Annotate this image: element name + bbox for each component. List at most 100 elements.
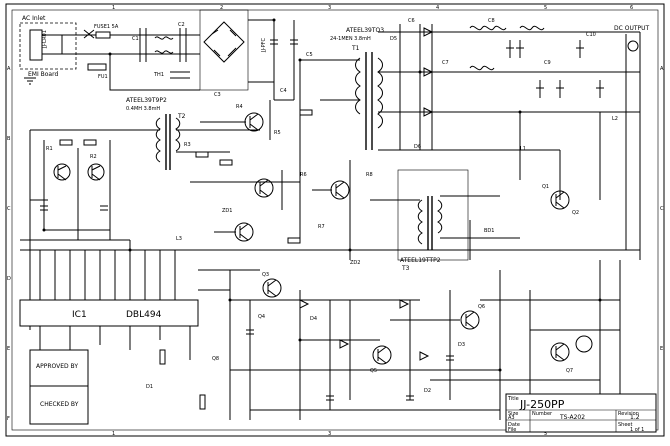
ic1-top-pins (39, 250, 176, 300)
x-capacitor (139, 28, 147, 62)
col-label-2: 2 (220, 5, 223, 11)
t3-secondary (437, 199, 443, 234)
component-ref-r6: R6 (300, 172, 307, 178)
approved-by-label: APPROVED BY (36, 363, 78, 370)
control-bus-wires (20, 240, 640, 291)
resistor-r2 (83, 139, 97, 146)
transistor-q4 (254, 178, 274, 198)
row-label-c: C (7, 206, 11, 212)
bridge-rectifier-section: JJ-PFC (199, 9, 298, 101)
transistor-q3 (244, 112, 264, 132)
component-ref-c3: C3 (214, 92, 221, 98)
t1-core (365, 52, 373, 150)
t1-primary-wires (299, 59, 360, 150)
col-label-5: 5 (544, 5, 547, 11)
bridge-rectifier (203, 21, 245, 63)
transistor-q5 (234, 222, 254, 242)
fuse-label: FUSE1 5A (94, 24, 119, 30)
emi-board-outline (19, 22, 77, 70)
component-ref-l3: L3 (176, 236, 182, 242)
component-ref-r3: R3 (184, 142, 191, 148)
output-choke-l3 (469, 65, 495, 71)
output-filter-caps (509, 40, 601, 98)
standby-transformer-t2: ATEEL39T9P2 0.4MH 3.8mH T2 (30, 97, 300, 183)
component-ref-fu1: FU1 (98, 74, 108, 80)
output-choke-l1 (469, 25, 507, 31)
row-label-f: F (7, 416, 10, 422)
transistor-q1 (53, 163, 71, 181)
t1-spec-label: 24-1MEN 3.8mH (330, 36, 371, 42)
component-ref-r1: R1 (46, 146, 53, 152)
t3-tag: T3 (401, 265, 410, 272)
component-ref-r8: R8 (366, 172, 373, 178)
component-ref-c4: C4 (280, 88, 287, 94)
left-control-section (20, 130, 130, 330)
component-ref-d5: D5 (390, 36, 397, 42)
rectifier-wires (399, 24, 433, 150)
transistor-q7 (550, 190, 570, 210)
title-field-label: Title (507, 396, 519, 402)
row-label-a-right: A (660, 66, 664, 72)
revision-value: 1.2 (630, 414, 640, 421)
t2-wires (30, 129, 300, 183)
output-drop-wires (519, 112, 601, 200)
left-horizontal-wires (20, 199, 130, 241)
col-label-3: 3 (328, 5, 331, 11)
output-choke-l2 (519, 25, 545, 31)
protection-caps (246, 329, 454, 401)
row-label-a: A (7, 66, 11, 72)
row-labels: A B C D E F A C E (7, 66, 664, 422)
jj-cr01-label: JJ-CR01 (42, 30, 48, 49)
fuse-element (95, 31, 111, 39)
component-ref-q3: Q3 (262, 272, 269, 278)
t2-secondary (175, 117, 181, 152)
bridge-diodes (211, 29, 237, 57)
file-field-label: File (508, 427, 516, 433)
component-ref-c6: C6 (408, 18, 415, 24)
t1-secondary-winding (377, 57, 383, 129)
output-connector-ring (627, 40, 639, 52)
t3-frame (397, 169, 469, 261)
resistor-r3 (195, 151, 209, 158)
component-ref-r2: R2 (90, 154, 97, 160)
size-field-label: Size (508, 411, 518, 417)
ac-inlet-label: AC Inlet (22, 15, 46, 22)
t3-wires (370, 195, 520, 260)
bulk-capacitors (273, 20, 295, 101)
switching-section (195, 100, 351, 260)
col-label-1: 1 (112, 5, 115, 11)
resistor-r1 (59, 139, 73, 146)
q7-leads (555, 191, 565, 209)
t3-core (427, 196, 433, 250)
col-label-6: 6 (630, 5, 633, 11)
transistor-leads (57, 165, 101, 181)
component-ref-d6: D6 (414, 144, 421, 150)
switching-transistor-leads (239, 113, 345, 241)
col-label-5-bottom: 5 (544, 431, 547, 437)
component-ref-d3: D3 (458, 342, 465, 348)
resistor-r5 (287, 237, 301, 244)
row-label-b: B (7, 136, 11, 142)
inrush-section (109, 54, 200, 91)
transistor-q9 (372, 345, 392, 365)
number-field-label: Number (532, 411, 553, 417)
row-label-c-right: C (660, 206, 664, 212)
component-ref-c8: C8 (488, 18, 495, 24)
component-ref-q8: Q8 (212, 356, 219, 362)
component-ref-l2: L2 (612, 116, 618, 122)
ic1-section: IC1 DBL494 (19, 240, 640, 360)
transistor-q8 (262, 278, 282, 298)
jj-pfc-label: JJ-PFC (261, 38, 267, 53)
common-mode-choke-top (154, 36, 174, 40)
component-ref-c9: C9 (544, 60, 551, 66)
component-ref-th1: TH1 (153, 72, 164, 78)
transistor-q11 (550, 342, 570, 362)
component-ref-zd2: ZD2 (350, 260, 360, 266)
output-section: DC OUTPUT (378, 24, 650, 260)
t2-spec-label: 0.4MH 3.8mH (126, 106, 160, 112)
component-ref-r5: R5 (274, 130, 281, 136)
checked-by-label: CHECKED BY (40, 401, 79, 408)
component-ref-bd1: BD1 (484, 228, 494, 234)
ic1-part-label: DBL494 (126, 310, 162, 320)
